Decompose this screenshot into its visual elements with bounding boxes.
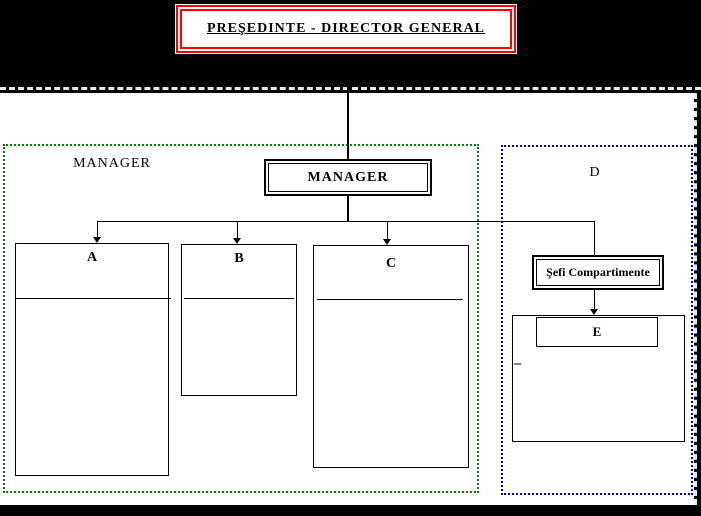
connector-sefi-to-e	[594, 289, 595, 310]
e-box: E	[536, 317, 658, 347]
presedinte-title: PREŞEDINTE - DIRECTOR GENERAL	[206, 21, 486, 36]
manager-group-region	[3, 144, 479, 493]
arrowhead-a-icon	[93, 237, 101, 243]
dept-a-separator-line	[15, 298, 171, 299]
canvas-dashed-border-top	[0, 87, 701, 90]
sefi-compartimente-box: Şefi Compartimente	[532, 255, 664, 290]
connector-bus-line	[97, 221, 595, 222]
d-group-region	[501, 145, 693, 495]
connector-drop-sefi	[594, 221, 595, 255]
dept-c-box: C	[313, 245, 469, 468]
dept-a-box: A	[15, 243, 169, 476]
connector-drop-a	[97, 221, 98, 238]
connector-drop-c	[387, 221, 388, 240]
dept-a-label: A	[86, 250, 98, 265]
e-container-dash-item: –	[514, 356, 521, 371]
manager-node-box: MANAGER	[264, 159, 432, 196]
arrowhead-b-icon	[233, 238, 241, 244]
connector-drop-b	[237, 221, 238, 239]
presedinte-box-inner-frame: PREŞEDINTE - DIRECTOR GENERAL	[180, 9, 512, 49]
sefi-compartimente-label: Şefi Compartimente	[536, 259, 660, 286]
dept-c-label: C	[385, 256, 397, 271]
dept-b-label: B	[234, 251, 244, 266]
manager-region-label: MANAGER	[73, 156, 151, 171]
connector-manager-to-bus	[347, 196, 349, 222]
presedinte-director-general-box: PREŞEDINTE - DIRECTOR GENERAL	[175, 4, 517, 54]
d-region-label: D	[589, 165, 601, 180]
arrowhead-c-icon	[383, 239, 391, 245]
dept-b-separator-line	[184, 298, 294, 299]
canvas-dashed-border-right	[694, 93, 697, 505]
manager-node-label: MANAGER	[268, 163, 428, 192]
connector-title-to-manager	[347, 53, 349, 159]
dept-b-box: B	[181, 244, 297, 396]
arrowhead-e-icon	[590, 309, 598, 315]
e-box-label: E	[592, 324, 602, 339]
dept-c-separator-line	[317, 299, 463, 300]
